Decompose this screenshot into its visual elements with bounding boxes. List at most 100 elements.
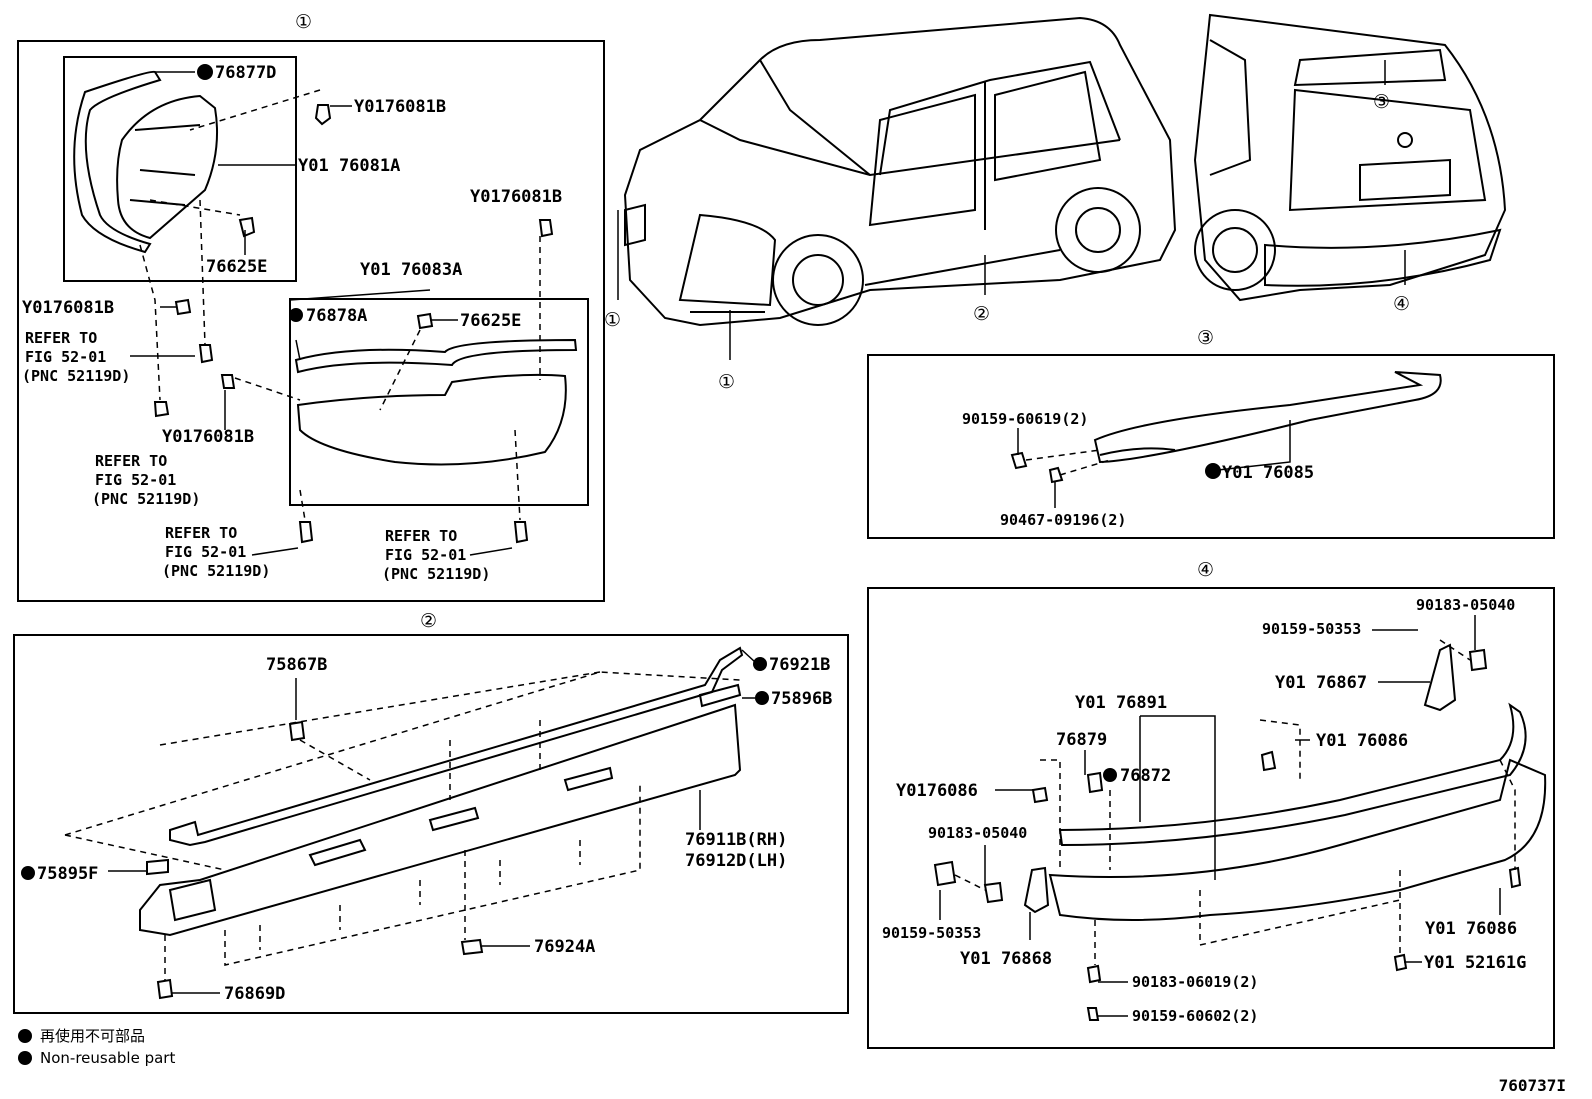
refer-line: (PNC 52119D) [22,367,130,385]
panel-2-leaders [108,649,756,994]
label-90159-60619: 90159-60619(2) [962,410,1088,428]
nonreusable-dot [1205,463,1221,479]
nonreusable-dot-icon [18,1051,32,1065]
car-front-three-quarter [623,16,1177,327]
label-76921B: 76921B [769,655,830,675]
label-75895F: 75895F [37,864,98,884]
nonreusable-dot-icon [18,1029,32,1043]
label-y0176086-a: Y01 76086 [1316,731,1408,751]
label-90159-50353-a: 90159-50353 [1262,620,1361,638]
panel-1-subframe-b [289,298,589,506]
panel-3: ③ 90159-60619(2) Y01 76085 90467-09196(2… [867,327,1555,539]
panel-4-frame [867,587,1555,1049]
label-90159-60602: 90159-60602(2) [1132,1007,1258,1025]
label-90183-06019: 90183-06019(2) [1132,973,1258,991]
nonreusable-dot [289,308,303,322]
label-y0176081B-b: Y0176081B [470,187,562,207]
car-rear [1193,13,1507,302]
panel-1-marker: ① [295,11,312,33]
nonreusable-dot [21,866,35,880]
panel-1-frame [17,40,605,602]
label-90467-09196: 90467-09196(2) [1000,511,1126,529]
label-y0176081A: Y01 76081A [298,156,400,176]
panel-2-dashed [64,671,741,980]
overview-callout-4: ④ [1393,293,1410,315]
vehicle-overview [617,13,1507,360]
label-76879: 76879 [1056,730,1107,750]
refer-line: FIG 52-01 [25,348,106,366]
label-y0176085: Y01 76085 [1222,463,1314,483]
panel-3-marker: ③ [1197,327,1214,349]
label-y0152161G: Y01 52161G [1424,953,1526,973]
refer-note-3: REFER TO FIG 52-01 (PNC 52119D) [162,524,270,580]
label-y0176081B-a: Y0176081B [354,97,446,117]
legend-en-text: Non-reusable part [40,1049,176,1067]
overview-callout-1a: ① [604,309,621,331]
panel-1-dashed-leaders [139,89,541,521]
nonreusable-dot [753,657,767,671]
fender-flare-shape [73,70,219,254]
label-90183-05040-a: 90183-05040 [1416,596,1515,614]
refer-line: FIG 52-01 [165,543,246,561]
clip-shape-1 [153,104,332,418]
label-76869D: 76869D [224,984,285,1004]
label-75867B: 75867B [266,655,327,675]
refer-line: REFER TO [95,452,167,470]
panel-1-subframe-a [63,56,297,282]
panel-1-leaders [130,71,513,556]
refer-line: (PNC 52119D) [382,565,490,583]
legend-jp: 再使用不可部品 [18,1025,145,1046]
refer-line: REFER TO [165,524,237,542]
label-y0176891: Y01 76891 [1075,693,1167,713]
panel-2-marker: ② [420,610,437,632]
front-spoiler-shape [294,219,578,544]
label-76877D: 76877D [215,63,276,83]
figure-id: 760737I [1498,1076,1566,1095]
label-y0176081B-c: Y0176081B [22,298,114,318]
refer-note-2: REFER TO FIG 52-01 (PNC 52119D) [92,452,200,508]
label-90159-50353-b: 90159-50353 [882,924,981,942]
panel-3-dashed [1025,449,1111,476]
nonreusable-dot [197,64,213,80]
panel-1: ① [17,11,605,602]
legend-jp-text: 再使用不可部品 [40,1027,146,1045]
overview-callout-3: ③ [1373,91,1390,113]
panel-4-dashed [954,639,1516,965]
label-76625E-b: 76625E [460,311,521,331]
nonreusable-dot [755,691,769,705]
panel-4-marker: ④ [1197,559,1214,581]
label-76911B: 76911B(RH) [685,830,787,850]
label-76924A: 76924A [534,937,595,957]
refer-line: (PNC 52119D) [92,490,200,508]
panel-2: ② [13,610,849,1014]
refer-line: (PNC 52119D) [162,562,270,580]
label-76625E-a: 76625E [206,257,267,277]
label-75896B: 75896B [771,689,832,709]
refer-line: REFER TO [25,329,97,347]
rocker-panel-shape [139,646,744,1000]
label-y0176867: Y01 76867 [1275,673,1367,693]
refer-line: REFER TO [385,527,457,545]
legend-en: Non-reusable part [18,1049,175,1067]
label-y0176868: Y01 76868 [960,949,1052,969]
label-76912D: 76912D(LH) [685,851,787,871]
overview-callout-2: ② [973,303,990,325]
refer-line: FIG 52-01 [385,546,466,564]
label-y0176083A: Y01 76083A [360,260,462,280]
label-76872: 76872 [1120,766,1171,786]
label-76878A: 76878A [306,306,367,326]
refer-line: FIG 52-01 [95,471,176,489]
panel-4-leaders [939,615,1501,1017]
rear-bumper-shape [933,643,1547,1021]
label-y0176081B-d: Y0176081B [162,427,254,447]
overview-leaders [617,60,1406,360]
panel-3-leaders [1017,420,1291,508]
label-90183-05040-b: 90183-05040 [928,824,1027,842]
refer-note-4: REFER TO FIG 52-01 (PNC 52119D) [382,527,490,583]
overview-callout-1b: ① [718,371,735,393]
refer-note-1: REFER TO FIG 52-01 (PNC 52119D) [22,329,130,385]
label-y0176086-b: Y0176086 [896,781,978,801]
nonreusable-dot [1103,768,1117,782]
panel-4: ④ [867,559,1555,1049]
